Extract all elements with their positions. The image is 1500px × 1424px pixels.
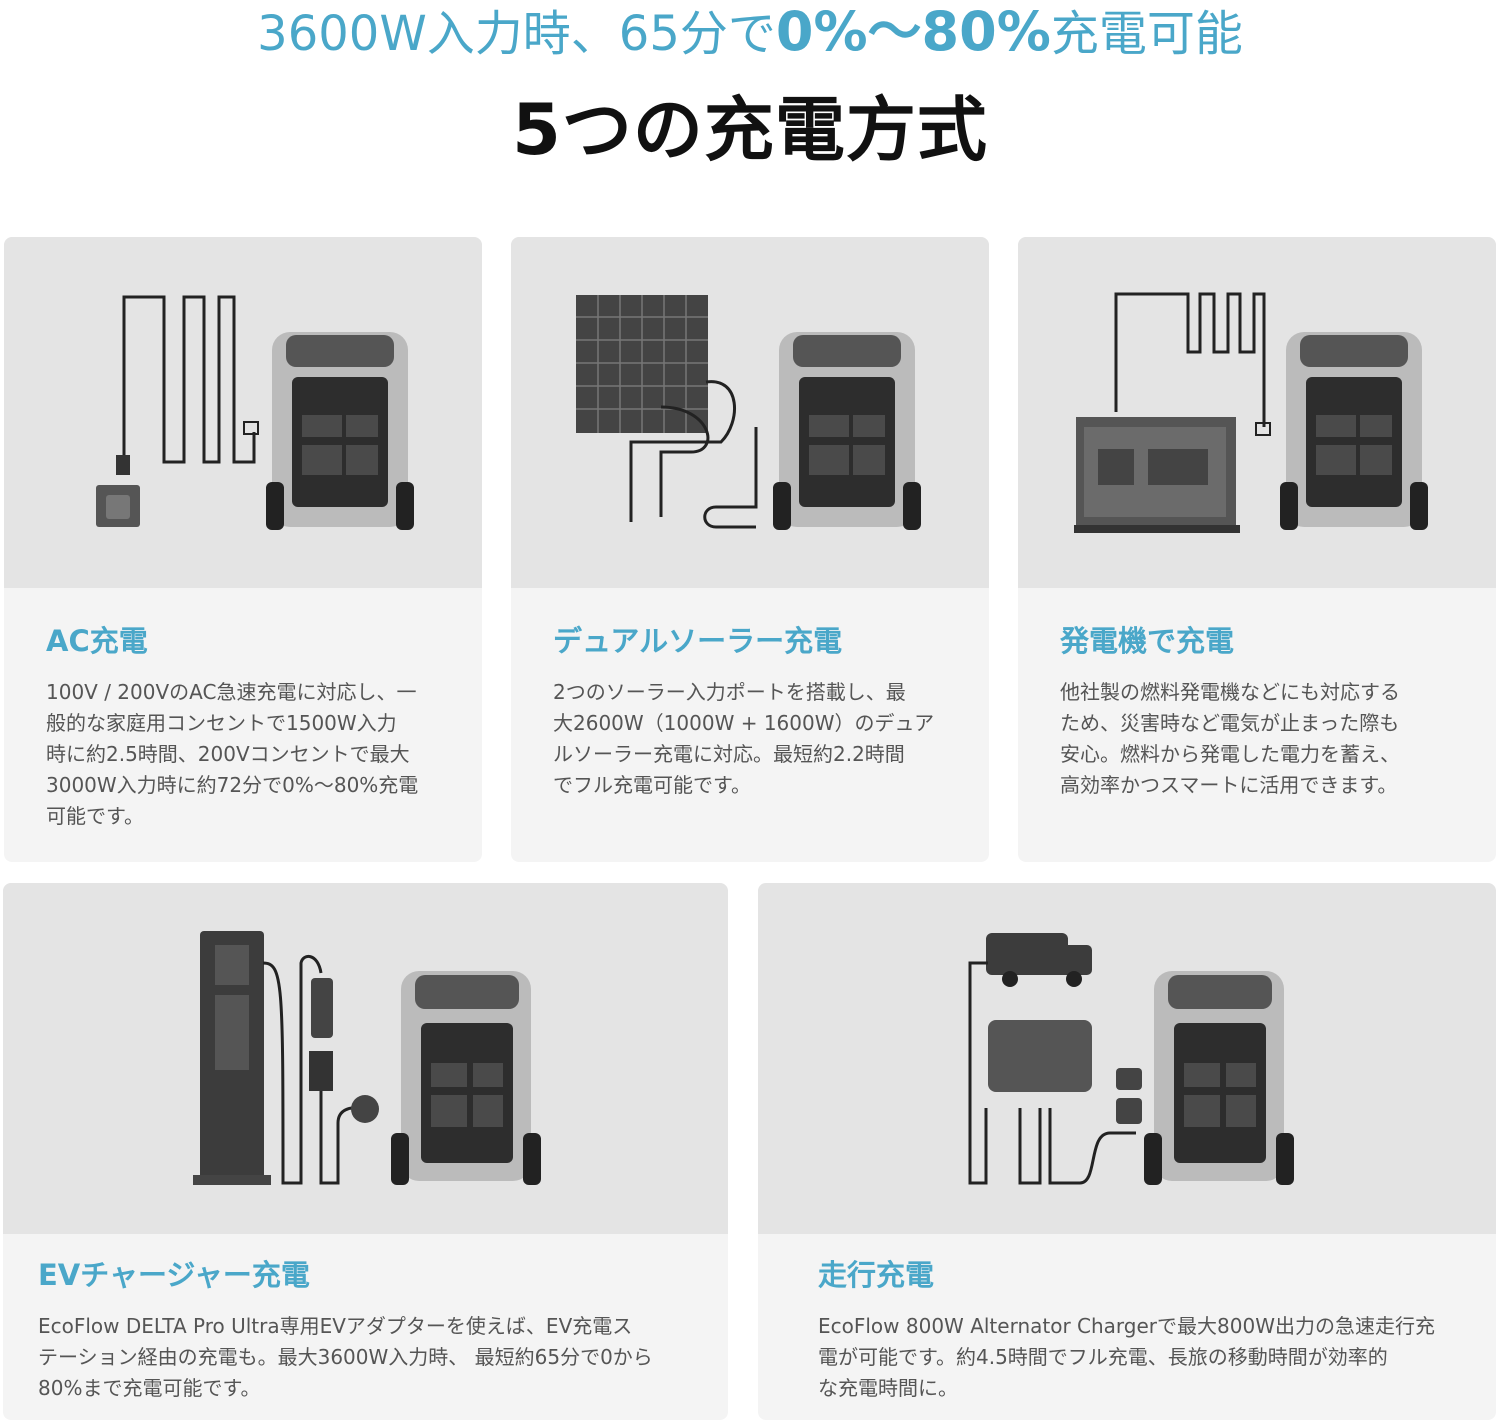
- ac-outlet-charging-illustration: [4, 237, 482, 588]
- generator-charging-illustration: [1018, 237, 1496, 588]
- card-body: 2つのソーラー入力ポートを搭載し、最 大2600W（1000W + 1600W）…: [553, 680, 935, 797]
- card-body: 他社製の燃料発電機などにも対応する ため、災害時など電気が止まった際も 安心。燃…: [1060, 680, 1400, 797]
- card-title: EVチャージャー充電: [38, 1258, 310, 1292]
- headline-part-1: 3600W入力時、65分で: [257, 6, 776, 62]
- card-body: 100V / 200VのAC急速充電に対応し、一 般的な家庭用コンセントで150…: [46, 680, 419, 828]
- headline-percent: 0%〜80%: [775, 0, 1051, 63]
- power-station-device: [773, 332, 921, 530]
- card-title: AC充電: [46, 624, 148, 658]
- card-generator-charging: 発電機で充電 他社製の燃料発電機などにも対応する ため、災害時など電気が止まった…: [1018, 237, 1496, 862]
- headline: 3600W入力時、65分で0%〜80%充電可能: [0, 0, 1500, 63]
- power-station-device: [391, 971, 541, 1185]
- power-station-device: [1144, 971, 1294, 1185]
- vehicle-alternator-charging-illustration: [758, 883, 1496, 1234]
- card-ev-charger-charging: EVチャージャー充電 EcoFlow DELTA Pro Ultra専用EVアダ…: [3, 883, 728, 1420]
- power-station-device: [266, 332, 414, 530]
- headline-part-3: 充電可能: [1050, 6, 1243, 62]
- power-station-device: [1280, 332, 1428, 530]
- card-title: 走行充電: [818, 1258, 935, 1292]
- card-drive-charging: 走行充電 EcoFlow 800W Alternator Chargerで最大8…: [758, 883, 1496, 1420]
- card-body: EcoFlow DELTA Pro Ultra専用EVアダプターを使えば、EV充…: [38, 1314, 653, 1400]
- main-title: 5つの充電方式: [512, 89, 988, 171]
- card-dual-solar-charging: デュアルソーラー充電 2つのソーラー入力ポートを搭載し、最 大2600W（100…: [511, 237, 989, 862]
- card-body: EcoFlow 800W Alternator Chargerで最大800W出力…: [818, 1314, 1435, 1400]
- card-title: デュアルソーラー充電: [553, 624, 843, 658]
- card-ac-charging: AC充電 100V / 200VのAC急速充電に対応し、一 般的な家庭用コンセン…: [4, 237, 482, 862]
- card-title: 発電機で充電: [1060, 624, 1235, 658]
- solar-panel-charging-illustration: [511, 237, 989, 588]
- ev-charger-illustration: [3, 883, 728, 1234]
